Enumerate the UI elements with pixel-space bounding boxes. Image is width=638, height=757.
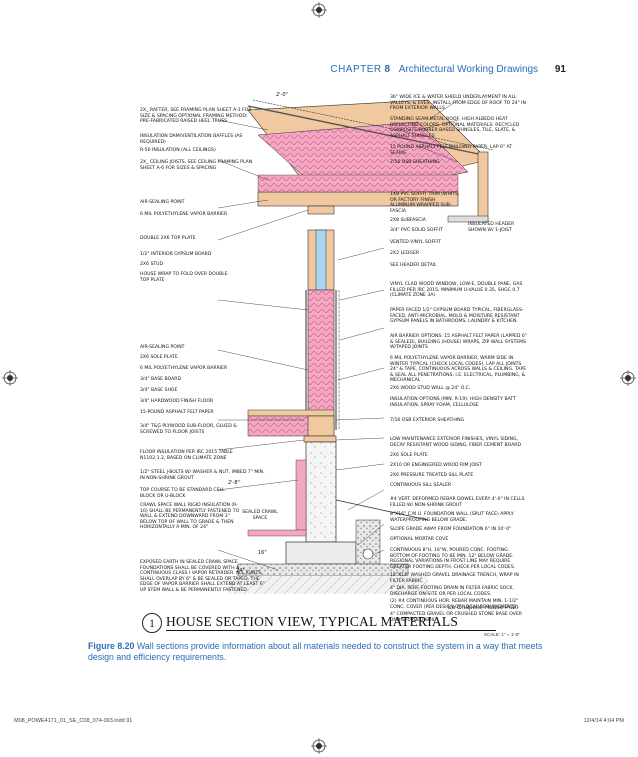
note-right-20: 2x10 or engineered wood rim joist	[390, 463, 483, 468]
note-left-18: 3/4" T&G plywood sub-floor, glued & scre…	[140, 424, 237, 435]
registration-mark-right	[620, 370, 636, 386]
eave-assembly	[447, 151, 489, 223]
note-left-19: floor insulation per IRC 2015 table N110…	[140, 450, 233, 461]
print-slug-file: M08_POWE4171_01_SE_C08_074-093.indd 91	[14, 718, 133, 724]
insulated-header-label: insulated header shown w/ 1-joist	[468, 222, 515, 233]
title-block: 1 HOUSE SECTION VIEW, TYPICAL MATERIALS …	[128, 604, 528, 637]
top-plate	[307, 205, 335, 215]
note-right-15: 2x6 wood stud wall @ 24" o.c.	[390, 386, 471, 391]
sealed-crawl-label: sealed crawl space	[242, 510, 278, 521]
note-right-27: continuous 8"H, 16"W, poured conc. footi…	[390, 548, 516, 570]
registration-mark-left	[2, 370, 18, 386]
note-right-23: #4 vert. deformed rebar dowel every 4'-0…	[390, 497, 525, 508]
note-left-1: 2x_ rafter, see framing plan sheet A-1 f…	[140, 108, 252, 125]
note-right-17: 7/16 OSB exterior sheathing	[390, 418, 465, 423]
note-right-5: 1x8 PVC soffit trim (white, or factory f…	[390, 192, 460, 214]
note-left-22: crawl space wall rigid insulation (R-10)…	[140, 503, 240, 531]
note-left-5: air-sealing point	[140, 200, 185, 205]
chapter-number: 8	[384, 64, 390, 75]
detail-number-bubble: 1	[142, 613, 162, 633]
crawl-height-dimension: 2'-8"	[228, 480, 240, 486]
note-right-10: see header detail	[390, 263, 437, 268]
note-right-2: standing seam metal roof, high albedo he…	[390, 117, 520, 139]
note-left-13: 6 mil polyethylene vapor barrier	[140, 366, 228, 371]
detail-scale: SCALE: 1" = 1'-0"	[483, 632, 520, 637]
overhang-dimension: 2'-0"	[276, 92, 288, 98]
note-right-26: optional mortar cove	[390, 537, 449, 542]
footing-drain	[362, 548, 374, 560]
section-graphic	[217, 99, 494, 594]
earth	[228, 576, 428, 594]
registration-mark-top	[311, 2, 327, 18]
note-left-2: insulation dam/ventilation baffles (as r…	[140, 134, 243, 145]
note-left-14: 3/4" base board	[140, 377, 182, 382]
note-left-12: 2x6 sole plate	[140, 355, 178, 360]
figure-label: Figure 8.20	[88, 641, 135, 651]
note-right-28: 12"x12" washed gravel drainage trench, w…	[390, 573, 519, 584]
figure-caption: Figure 8.20 Wall sections provide inform…	[88, 641, 558, 663]
grade-line	[335, 499, 429, 521]
foundation-depth-dimension: 16"	[258, 550, 267, 556]
leader-lines-left	[217, 119, 309, 571]
note-left-21: top course to be standard cell block or …	[140, 488, 225, 499]
note-left-23: exposed earth in sealed crawl space foun…	[140, 560, 265, 593]
note-left-15: 3/4" base shoe	[140, 388, 178, 393]
note-right-14: 6 mil polyethylene vapor barrier, warm s…	[390, 356, 527, 384]
chapter-prefix: CHAPTER	[330, 64, 382, 75]
foundation-wall	[247, 441, 337, 543]
detail-title: HOUSE SECTION VIEW, TYPICAL MATERIALS	[166, 614, 459, 629]
registration-mark-bottom	[311, 738, 327, 754]
note-left-20: 1/2" steel J-bolts w/ washer & nut, imbe…	[140, 470, 265, 481]
wall-section-drawing: 2'-0" 24" 2'-8" 16"	[128, 80, 528, 600]
note-left-9: 2x6 stud	[140, 262, 164, 267]
note-right-1: 36" wide ice & water shield underlayment…	[390, 95, 526, 112]
note-left-10: house wrap to fold over double top plate	[140, 272, 228, 283]
note-right-11: vinyl clad wood window, low-E, double pa…	[390, 282, 523, 299]
note-right-30: (2) #4 continuous hor. rebar maintain mi…	[390, 599, 520, 610]
note-right-8: vented vinyl soffit	[390, 240, 441, 245]
note-right-6: 2x8 subfascia	[390, 218, 426, 223]
note-right-12: paper faced 1/2" gypsum board typical, f…	[390, 308, 524, 325]
note-left-7: double 2x6 top plate	[140, 236, 196, 241]
note-right-24: 8"x16" C.M.U. foundation wall (split fac…	[390, 512, 514, 523]
note-right-29: 4" dia. perf. footing drain in filter fa…	[390, 586, 514, 597]
note-right-7: 3/4" PVC solid soffit	[390, 228, 443, 233]
note-right-4: 7/16 OSB sheathing	[390, 160, 440, 165]
chapter-title: Architectural Working Drawings	[398, 64, 539, 75]
note-left-11: air-sealing point	[140, 345, 185, 350]
note-left-16: 3/4" hardwood finish floor	[140, 399, 214, 404]
leader-lines-right	[335, 99, 459, 556]
note-right-16: insulation options (min. R-19): high den…	[390, 397, 516, 408]
print-slug-timestamp: 12/4/14 4:04 PM	[583, 718, 624, 724]
note-left-3: R-50 insulation (all ceilings)	[140, 148, 216, 153]
note-left-6: 6 mil polyethylene vapor barrier	[140, 212, 228, 217]
note-left-4: 2x_ ceiling joists, see ceiling framing …	[140, 160, 253, 171]
window	[307, 229, 335, 291]
title-underline	[166, 630, 496, 631]
note-right-18: low maintenance exterior finishes, vinyl…	[390, 437, 521, 448]
note-right-13: air barrier options: 15 asphalt felt pap…	[390, 334, 527, 351]
note-left-8: 1/2" interior gypsum board	[140, 252, 212, 257]
note-right-19: 2x6 sole plate	[390, 453, 428, 458]
note-right-21: 2x6 pressure treated sill plate	[390, 473, 474, 478]
wall-assembly	[305, 289, 340, 431]
note-left-17: 15-pound asphalt felt paper	[140, 410, 214, 415]
note-right-22: continuous sill sealer	[390, 483, 452, 488]
project-name: La Chapelle House Plan	[447, 604, 518, 611]
footing	[285, 541, 357, 565]
footing-width-dimension: 24"	[236, 568, 245, 574]
ceiling-insulation	[257, 174, 459, 193]
running-header: CHAPTER 8 Architectural Working Drawings…	[330, 64, 566, 75]
page-number: 91	[554, 64, 566, 75]
note-right-9: 2x2 ledger	[390, 251, 420, 256]
note-right-31: 4" compacted gravel or crushed stone bas…	[390, 612, 522, 623]
floor-assembly	[247, 409, 337, 443]
note-right-3: 15 pound asphalt felt building paper, la…	[390, 145, 513, 156]
figure-text: Wall sections provide information about …	[88, 641, 543, 662]
